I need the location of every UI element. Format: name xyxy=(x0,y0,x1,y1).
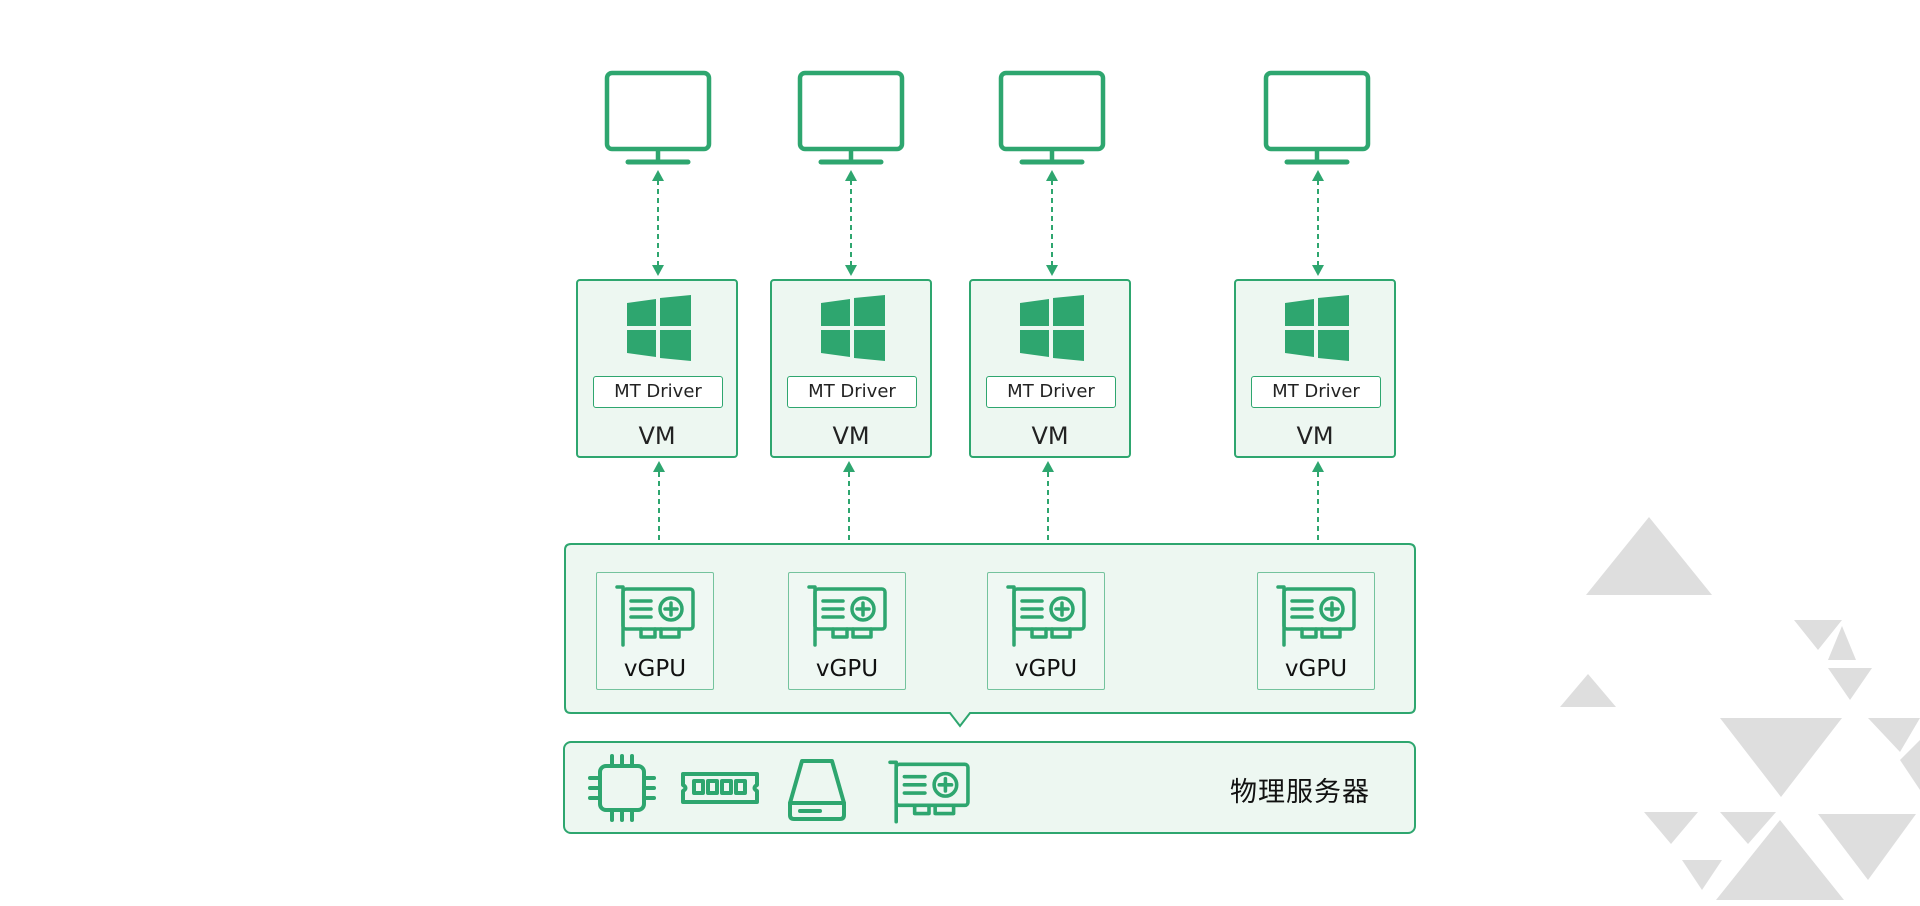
vm-box-2: MT Driver VM xyxy=(770,279,932,458)
vm-label: VM xyxy=(638,422,676,450)
vm-box-3: MT Driver VM xyxy=(969,279,1131,458)
monitor-icon xyxy=(998,70,1106,165)
gpu-card-icon xyxy=(1276,585,1356,647)
cpu-chip-icon xyxy=(588,754,656,822)
windows-logo-icon xyxy=(1020,295,1084,361)
gpu-card-icon xyxy=(888,760,970,824)
mt-driver-label: MT Driver xyxy=(593,376,723,408)
mt-driver-label: MT Driver xyxy=(1251,376,1381,408)
gpu-card-icon xyxy=(1006,585,1086,647)
monitor-icon xyxy=(604,70,712,165)
physical-server-title: 物理服务器 xyxy=(1230,777,1370,808)
physical-server-bar xyxy=(563,741,1416,834)
hard-drive-icon xyxy=(788,759,846,821)
mt-driver-label: MT Driver xyxy=(986,376,1116,408)
vgpu-box-1: vGPU xyxy=(596,572,714,690)
client-monitor-3 xyxy=(998,70,1106,166)
vgpu-box-3: vGPU xyxy=(987,572,1105,690)
vgpu-label: vGPU xyxy=(1014,656,1078,682)
gpu-card-icon xyxy=(807,585,887,647)
vgpu-label: vGPU xyxy=(1284,656,1348,682)
vgpu-box-2: vGPU xyxy=(788,572,906,690)
vm-label: VM xyxy=(832,422,870,450)
vm-box-4: MT Driver VM xyxy=(1234,279,1396,458)
vgpu-label: vGPU xyxy=(815,656,879,682)
vm-label: VM xyxy=(1296,422,1334,450)
vgpu-label: vGPU xyxy=(623,656,687,682)
mt-driver-label: MT Driver xyxy=(787,376,917,408)
gpu-card-icon xyxy=(615,585,695,647)
vgpu-box-4: vGPU xyxy=(1257,572,1375,690)
vm-box-1: MT Driver VM xyxy=(576,279,738,458)
windows-logo-icon xyxy=(821,295,885,361)
client-monitor-2 xyxy=(797,70,905,166)
windows-logo-icon xyxy=(627,295,691,361)
memory-module-icon xyxy=(681,772,759,804)
background-decoration xyxy=(1560,517,1920,900)
monitor-icon xyxy=(797,70,905,165)
client-monitor-4 xyxy=(1263,70,1371,166)
client-monitor-1 xyxy=(604,70,712,166)
monitor-icon xyxy=(1263,70,1371,165)
windows-logo-icon xyxy=(1285,295,1349,361)
vm-label: VM xyxy=(1031,422,1069,450)
